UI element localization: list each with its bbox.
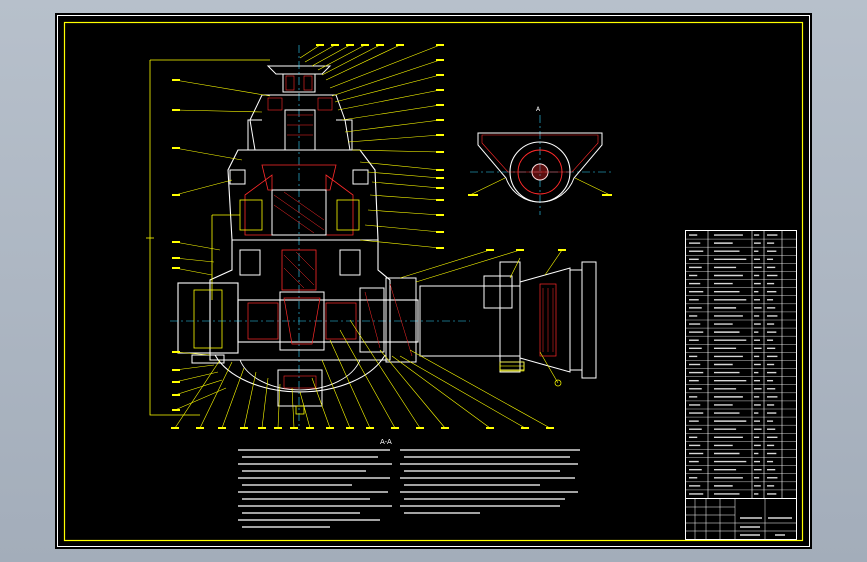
output-tube bbox=[419, 261, 597, 379]
leader-lines-left bbox=[174, 79, 271, 411]
title-block bbox=[685, 498, 797, 540]
input-flange bbox=[266, 45, 332, 430]
main-section-view bbox=[146, 44, 597, 430]
secondary-view-a: A bbox=[468, 106, 612, 215]
parts-list-table bbox=[685, 230, 797, 499]
bearing-housing-upper bbox=[247, 94, 353, 151]
leader-lines-bottom bbox=[174, 319, 551, 429]
outer-border bbox=[57, 15, 810, 547]
view-label: A bbox=[536, 106, 541, 113]
section-label: A-A bbox=[380, 438, 392, 446]
technical-notes bbox=[238, 449, 580, 528]
lower-housing bbox=[209, 214, 391, 361]
leader-lines-right bbox=[299, 44, 563, 283]
differential-case-arc bbox=[214, 354, 386, 415]
part-number-markers bbox=[171, 44, 566, 429]
axle-shaft bbox=[170, 277, 470, 364]
bevel-gear-set bbox=[227, 149, 379, 241]
inner-frame bbox=[63, 21, 804, 542]
